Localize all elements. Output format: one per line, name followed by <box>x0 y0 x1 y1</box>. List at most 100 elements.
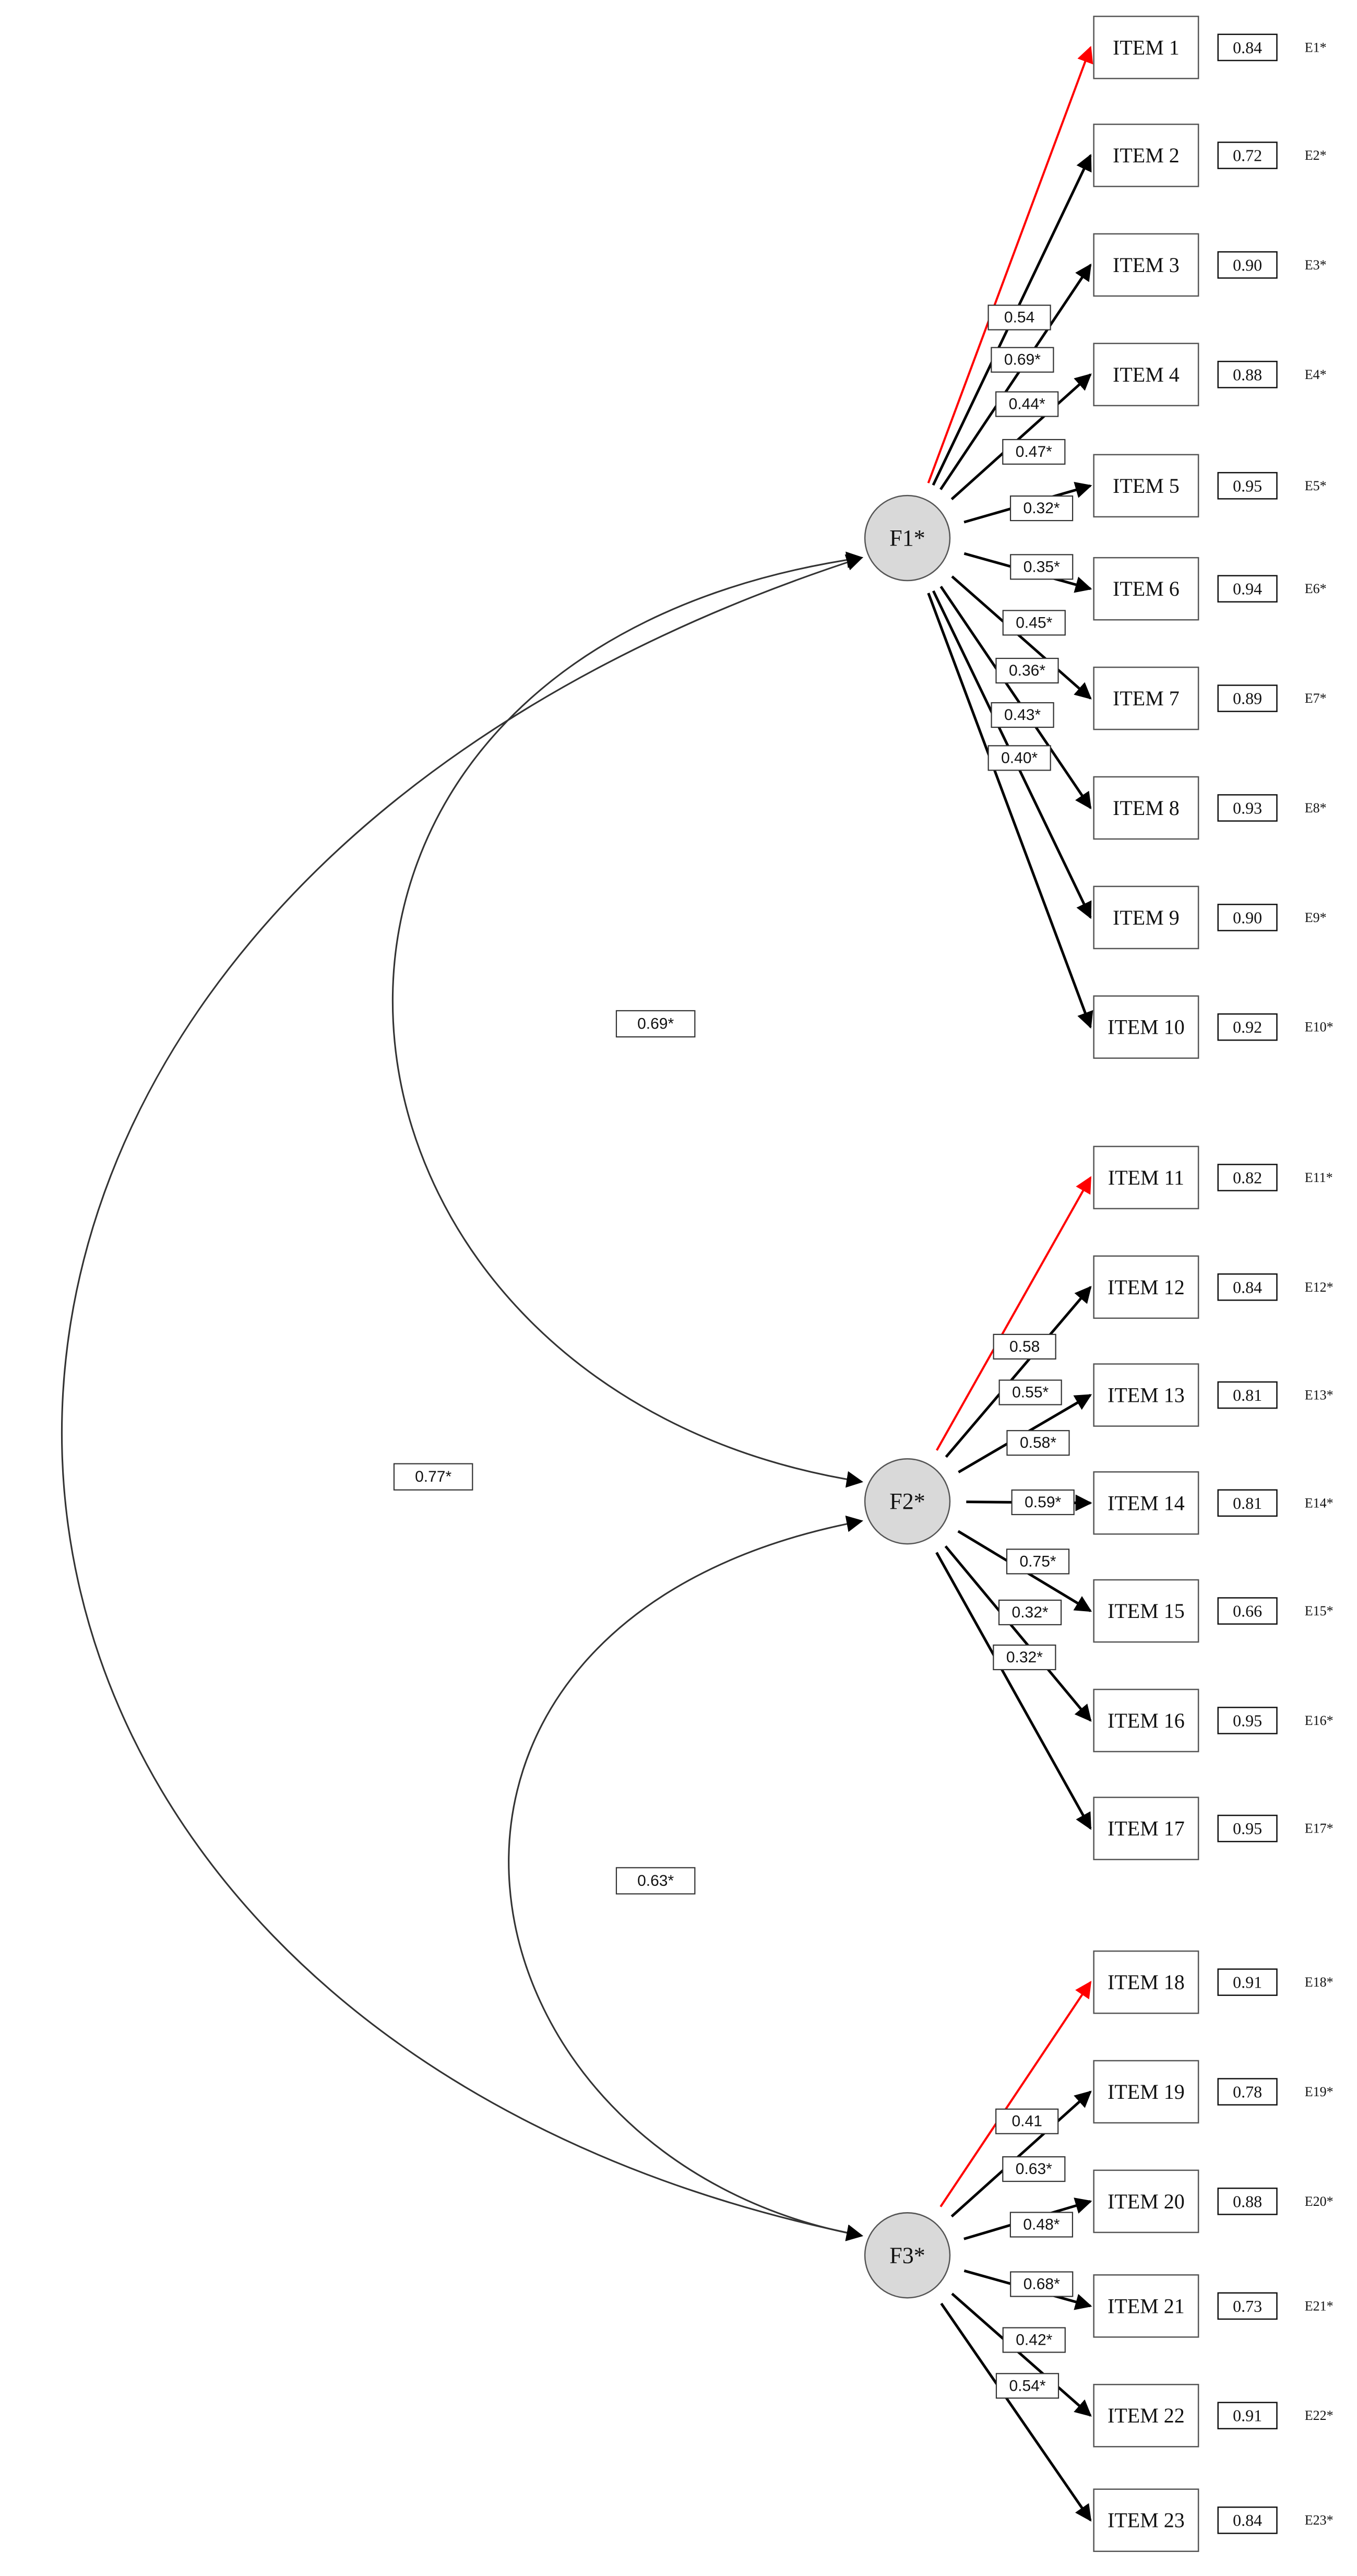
loading-value: 0.41 <box>1011 2113 1042 2130</box>
error-term-name: E4* <box>1305 367 1327 382</box>
error-value-box <box>1217 684 1278 712</box>
item-label: ITEM 2 <box>1113 144 1180 167</box>
item-box <box>1093 2383 1199 2448</box>
item-box <box>1093 995 1199 1059</box>
error-term-name: E23* <box>1305 2513 1334 2528</box>
item-label: ITEM 23 <box>1108 2509 1185 2532</box>
error-term-name: E12* <box>1305 1280 1334 1295</box>
item-label: ITEM 5 <box>1113 474 1180 498</box>
loading-path-6-F2 <box>944 1545 1092 1722</box>
item-box <box>1093 342 1199 407</box>
error-value: 0.73 <box>1233 2297 1262 2315</box>
error-value: 0.84 <box>1233 1278 1262 1296</box>
error-value-box <box>1217 1707 1278 1734</box>
item-label: ITEM 14 <box>1108 1491 1185 1515</box>
error-value-box <box>1217 251 1278 279</box>
loading-path-1-F3 <box>939 1980 1092 2207</box>
error-term-name: E7* <box>1305 691 1327 706</box>
item-box <box>1093 1950 1199 2014</box>
item-label: ITEM 21 <box>1108 2294 1185 2318</box>
error-value-box <box>1217 904 1278 931</box>
loading-label-box <box>1009 495 1074 522</box>
error-value-box <box>1217 472 1278 500</box>
item-box <box>1093 233 1199 297</box>
error-value: 0.82 <box>1233 1168 1262 1187</box>
loading-value: 0.68* <box>1023 2276 1060 2293</box>
item-label: ITEM 11 <box>1108 1166 1184 1189</box>
error-value-box <box>1217 1814 1278 1842</box>
correlation-curve <box>508 1515 863 2241</box>
loading-value: 0.55* <box>1012 1384 1049 1401</box>
loading-value: 0.69* <box>1004 351 1041 369</box>
error-value: 0.95 <box>1233 1711 1262 1730</box>
item-box <box>1093 1255 1199 1319</box>
loading-path-3-F1 <box>939 263 1092 490</box>
loading-label-box <box>1009 2212 1074 2238</box>
loading-value: 0.40* <box>1001 749 1038 766</box>
item-box <box>1093 16 1199 79</box>
error-value: 0.90 <box>1233 255 1262 274</box>
loading-value: 0.42* <box>1016 2331 1052 2348</box>
correlation-value: 0.77* <box>415 1468 451 1485</box>
loading-label-box <box>995 391 1059 417</box>
error-value: 0.89 <box>1233 689 1262 708</box>
error-value: 0.81 <box>1233 1386 1262 1404</box>
item-box <box>1093 454 1199 518</box>
loading-label-box <box>998 1599 1062 1626</box>
correlation-value: 0.63* <box>637 1872 674 1889</box>
loading-label-box <box>987 304 1051 330</box>
error-value-box <box>1217 141 1278 169</box>
error-value: 0.95 <box>1233 1819 1262 1838</box>
error-value: 0.90 <box>1233 908 1262 927</box>
error-value: 0.81 <box>1233 1494 1262 1512</box>
loading-path-2-F2 <box>945 1285 1092 1458</box>
error-term-name: E22* <box>1305 2408 1334 2423</box>
loading-value: 0.32* <box>1023 500 1060 517</box>
error-value-box <box>1217 1273 1278 1301</box>
loading-label-box <box>1006 1430 1070 1456</box>
loading-path-2-F3 <box>950 2090 1092 2218</box>
loading-value: 0.48* <box>1023 2216 1060 2234</box>
item-box <box>1093 1688 1199 1753</box>
loading-label-box <box>998 1379 1062 1405</box>
loading-value: 0.32* <box>1006 1649 1043 1666</box>
loading-label-box <box>1010 2271 1074 2297</box>
item-label: ITEM 17 <box>1108 1817 1185 1840</box>
factor-node <box>864 494 951 582</box>
loading-value: 0.35* <box>1023 558 1060 575</box>
item-box <box>1093 1471 1199 1535</box>
loading-value: 0.47* <box>1016 443 1052 460</box>
error-term-name: E11* <box>1305 1170 1333 1185</box>
loading-value: 0.36* <box>1009 662 1045 679</box>
error-term-name: E6* <box>1305 581 1327 596</box>
error-value-box <box>1217 1013 1278 1041</box>
loading-label-box <box>991 347 1054 373</box>
loading-value: 0.63* <box>1016 2160 1052 2178</box>
item-label: ITEM 3 <box>1113 253 1180 277</box>
error-value: 0.91 <box>1233 1973 1262 1992</box>
loading-label-box <box>987 745 1051 771</box>
loading-label-box <box>1002 610 1066 636</box>
error-value: 0.92 <box>1233 1018 1262 1036</box>
loading-path-6-F3 <box>940 2302 1092 2522</box>
loading-path-10-F1 <box>927 593 1093 1029</box>
correlation-label-box <box>393 1463 473 1491</box>
item-label: ITEM 6 <box>1113 577 1180 600</box>
factor-label: F2* <box>889 1488 925 1514</box>
item-box <box>1093 2488 1199 2553</box>
correlation-curve <box>391 551 864 1488</box>
loading-label-box <box>993 1333 1056 1360</box>
error-term-name: E1* <box>1305 40 1327 55</box>
error-term-name: E5* <box>1305 478 1327 493</box>
error-value-box <box>1217 2402 1278 2430</box>
item-box <box>1093 123 1199 187</box>
loading-path-8-F1 <box>939 585 1092 810</box>
error-value-box <box>1217 1381 1278 1409</box>
loading-label-box <box>995 657 1059 684</box>
loading-label-box <box>993 1644 1056 1671</box>
correlation-curve <box>61 554 863 2241</box>
error-value: 0.95 <box>1233 476 1262 495</box>
loading-label-box <box>1010 554 1074 580</box>
item-box <box>1093 1797 1199 1860</box>
item-box <box>1093 2274 1199 2338</box>
